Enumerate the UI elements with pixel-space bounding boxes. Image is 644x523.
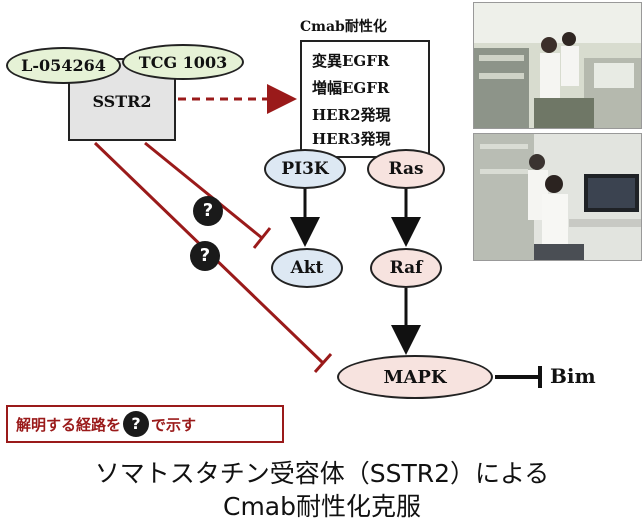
unknown-pathway-marker-mapk: ? <box>190 241 220 271</box>
legend-suffix: で示す <box>151 415 197 434</box>
inhibit-bar-mapk <box>313 353 333 373</box>
node-mapk-label: MAPK <box>383 366 447 388</box>
node-ras: Ras <box>367 149 445 189</box>
ligand-tcg1003: TCG 1003 <box>122 44 244 80</box>
lab-photo-2-drawing <box>474 134 641 260</box>
node-akt-label: Akt <box>290 258 324 278</box>
inhibit-line-sstr2-akt <box>144 141 263 240</box>
question-icon: ? <box>131 414 141 433</box>
node-akt: Akt <box>271 248 343 288</box>
caption-line-2: Cmab耐性化克服 <box>223 492 421 521</box>
question-icon: ? <box>202 200 214 221</box>
legend-question-icon: ? <box>123 411 150 437</box>
lab-photo-researchers-office <box>473 133 642 261</box>
ligand-l054264: L-054264 <box>6 47 121 84</box>
resistance-item: HER3発現 <box>312 130 391 148</box>
unknown-pathway-marker-akt: ? <box>193 196 223 226</box>
lab-photo-researchers-bench <box>473 2 642 129</box>
sstr2-label: SSTR2 <box>92 92 152 111</box>
node-mapk: MAPK <box>337 355 493 399</box>
legend-prefix: 解明する経路を <box>16 415 122 434</box>
resistance-title: Cmab耐性化 <box>300 19 387 35</box>
resistance-item: 増幅EGFR <box>312 79 390 97</box>
ligand-l054264-label: L-054264 <box>21 56 106 75</box>
inhibit-bar-akt <box>252 227 272 249</box>
legend-box: 解明する経路を ? で示す <box>6 405 284 443</box>
ligand-tcg1003-label: TCG 1003 <box>138 52 228 72</box>
resistance-box: 変異EGFR 増幅EGFR HER2発現 HER3発現 <box>300 40 430 158</box>
node-raf: Raf <box>370 248 442 288</box>
resistance-item: 変異EGFR <box>312 52 390 70</box>
lab-photo-1-drawing <box>474 3 641 128</box>
node-pi3k: PI3K <box>264 149 346 189</box>
question-icon: ? <box>199 245 211 266</box>
node-bim-label: Bim <box>550 364 596 388</box>
resistance-item: HER2発現 <box>312 106 391 124</box>
node-ras-label: Ras <box>388 159 424 179</box>
caption-line-1: ソマトスタチン受容体（SSTR2）による <box>94 459 550 488</box>
node-raf-label: Raf <box>389 258 423 278</box>
node-pi3k-label: PI3K <box>281 159 329 179</box>
